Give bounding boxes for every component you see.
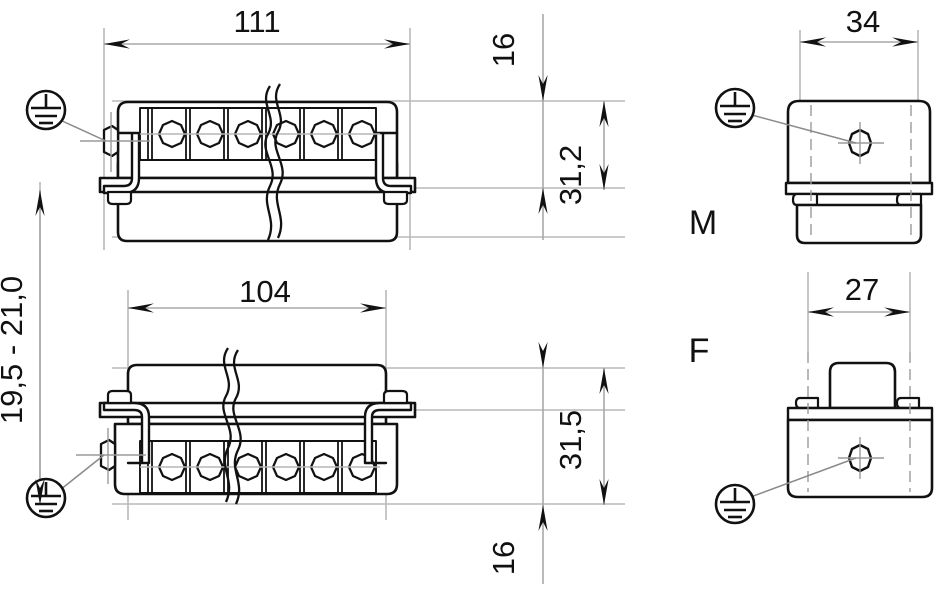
locking-lever-left: [102, 401, 151, 465]
locking-lever-right: [374, 131, 413, 195]
earth-icon-circle: [25, 89, 67, 131]
screw-right: [895, 396, 921, 410]
screw-left: [791, 192, 819, 207]
hood-flange: [784, 181, 934, 196]
break-line-bottom: [222, 347, 242, 505]
earth-ground-symbol-female: [714, 457, 857, 525]
mating-face-hood: [828, 361, 897, 410]
lever-screw-right: [382, 389, 409, 405]
dimension-label-vertical-range: 19,5 - 21,0: [0, 276, 29, 424]
female-connector-front-view: [98, 363, 417, 496]
locking-lever-left: [102, 131, 141, 195]
earth-icon-bars: [720, 488, 750, 519]
dimension-label-top-width: 111: [233, 4, 280, 39]
earth-boss-centerline-bottom: [76, 428, 146, 484]
earth-boss-centerline-top: [80, 112, 150, 172]
dimension-label-bottom-height: 31,5: [553, 410, 588, 470]
earth-icon-circle: [714, 87, 756, 129]
screw-left: [794, 396, 820, 410]
earth-icon-circle: [714, 483, 756, 525]
male-connector-side-view: [784, 99, 934, 245]
break-line-top: [264, 83, 284, 241]
earth-icon-circle: [25, 477, 67, 519]
dimension-label-bottom-offset: 16: [486, 541, 521, 575]
label-female: F: [689, 332, 710, 370]
dimension-label-female-width: 27: [845, 272, 879, 307]
dimension-label-top-height: 31,2: [553, 145, 588, 205]
dimension-label-top-offset: 16: [486, 33, 521, 67]
mounting-flange: [98, 401, 417, 419]
earth-icon-bars: [31, 94, 61, 125]
dimension-label-male-width: 34: [846, 4, 880, 39]
label-male: M: [689, 204, 717, 242]
earth-icon-bars: [720, 92, 750, 123]
screw-right: [895, 192, 923, 207]
male-connector-front-view: [98, 100, 417, 243]
earth-icon-bars: [31, 482, 61, 513]
m-view-centerlines: [810, 105, 912, 238]
f-view-centerlines: [807, 352, 911, 492]
lever-screw-left: [106, 389, 133, 405]
earth-ground-symbol-top-left: [25, 89, 107, 142]
dimension-label-bottom-width: 104: [239, 274, 291, 309]
housing-skirt: [795, 203, 923, 245]
locking-lever-right: [363, 401, 413, 465]
m-earth-centerline: [838, 122, 884, 164]
earth-ground-symbol-male: [714, 87, 857, 144]
f-earth-centerline: [838, 437, 884, 479]
mounting-flange: [98, 176, 417, 194]
lever-screw-right: [382, 190, 409, 206]
earth-ground-symbol-bottom-left: [25, 454, 105, 519]
lever-screw-left: [106, 190, 133, 206]
